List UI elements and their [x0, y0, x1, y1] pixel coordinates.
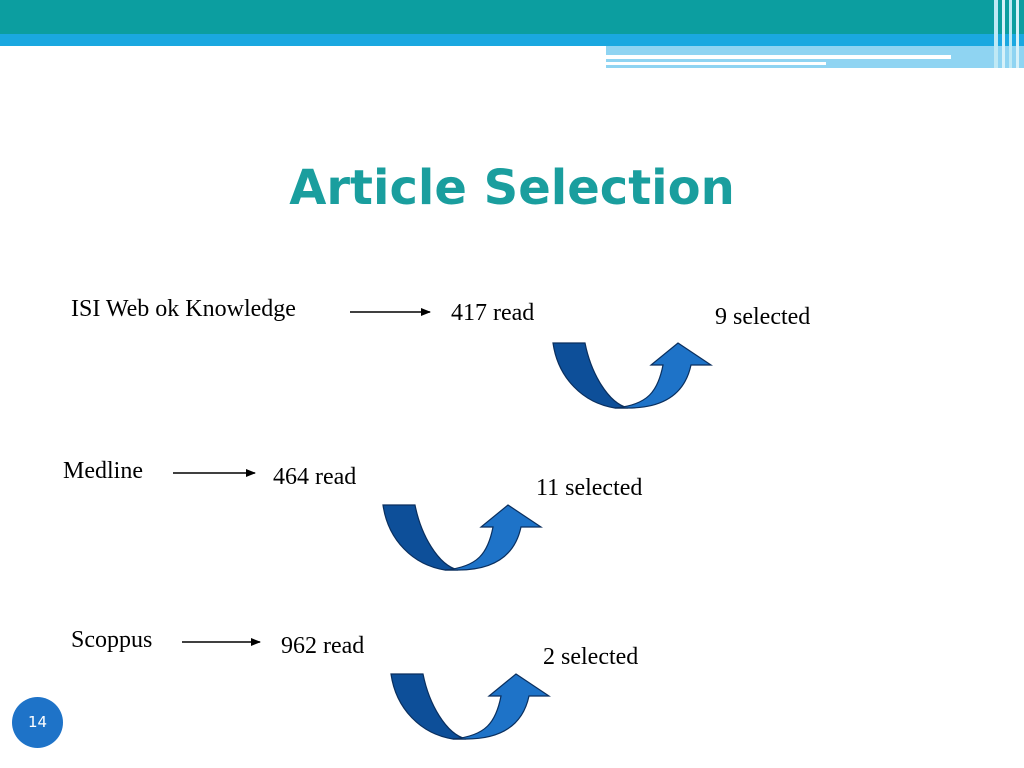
read-count-scoppus: 962 read	[281, 633, 365, 659]
banner-white-line-2	[606, 62, 826, 65]
banner-blue-band	[0, 34, 1024, 46]
selected-count-medline: 11 selected	[536, 475, 643, 501]
read-count-medline: 464 read	[273, 464, 357, 490]
source-label-medline: Medline	[63, 458, 143, 484]
banner-stripe	[994, 0, 998, 68]
header-banner	[0, 0, 1024, 68]
selected-count-isi: 9 selected	[715, 304, 811, 330]
read-count-isi: 417 read	[451, 300, 535, 326]
banner-stripe	[1009, 0, 1012, 68]
banner-stripe	[1002, 0, 1005, 68]
slide-title: Article Selection	[289, 160, 735, 216]
uturn-arrow-isi	[552, 342, 712, 409]
uturn-arrow-scoppus	[390, 673, 550, 740]
page-number-badge: 14	[12, 697, 63, 748]
banner-teal-band	[0, 0, 1024, 34]
uturn-arrow-medline	[382, 504, 542, 571]
banner-white-line	[606, 55, 951, 59]
source-label-scoppus: Scoppus	[71, 627, 153, 653]
selected-count-scoppus: 2 selected	[543, 644, 639, 670]
banner-stripe	[1016, 0, 1019, 68]
source-label-isi: ISI Web ok Knowledge	[71, 296, 296, 322]
